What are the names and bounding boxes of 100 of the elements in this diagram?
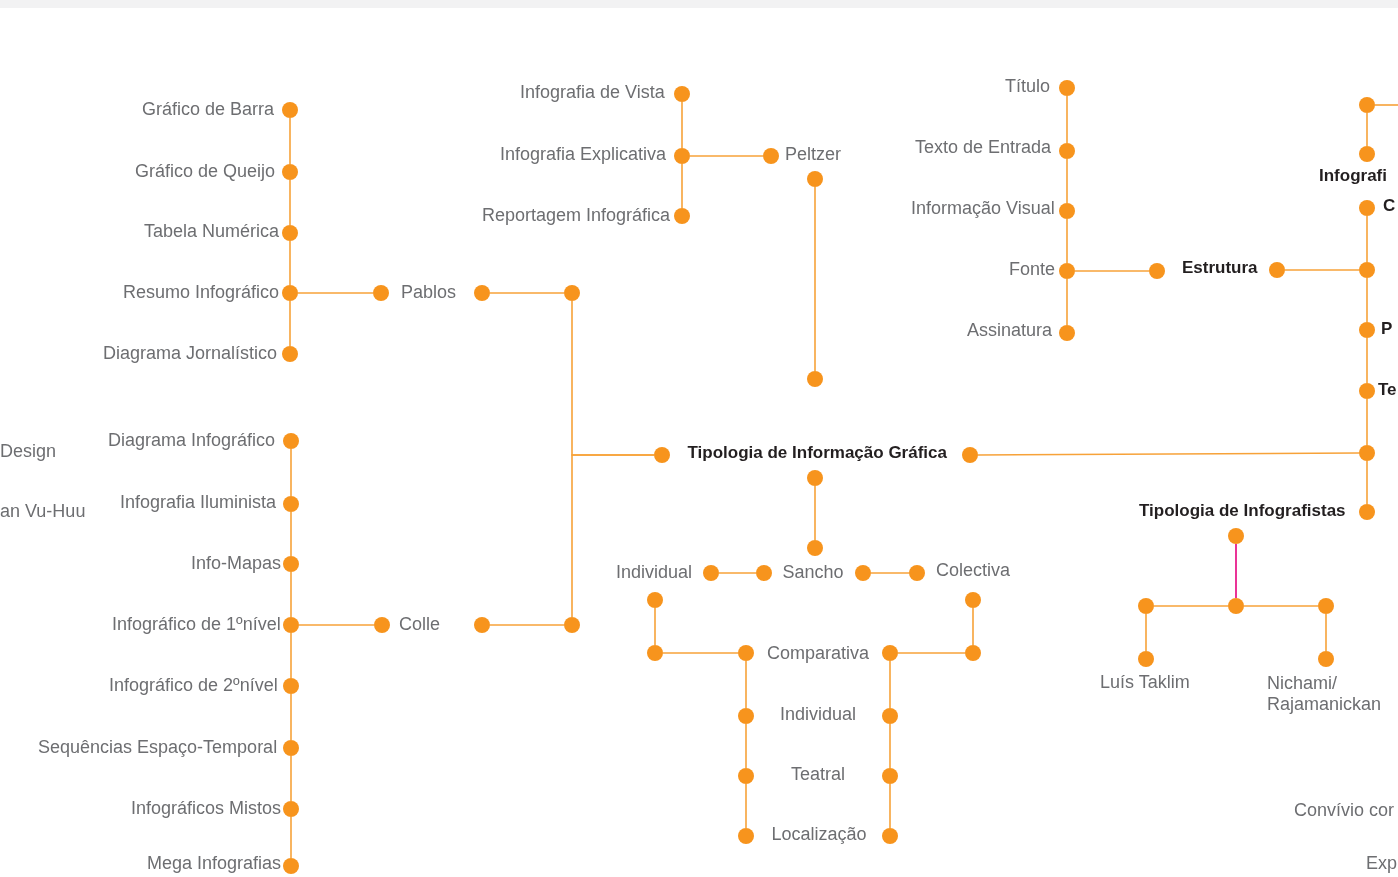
topic-label: Colectiva <box>936 560 1011 582</box>
connector-line <box>290 693 292 741</box>
junction-dot <box>807 371 823 387</box>
connector-line <box>889 660 891 709</box>
connector-line <box>681 163 683 209</box>
connector-line <box>571 454 655 618</box>
topic-label: Sequências Espaço-Temporal <box>38 737 278 759</box>
topic-label: Infografia Iluminista <box>120 492 277 514</box>
heading-label: Te <box>1378 380 1397 401</box>
junction-dot <box>1228 598 1244 614</box>
connector-line <box>1066 218 1068 264</box>
junction-dot <box>1359 262 1375 278</box>
connector-line <box>290 632 292 679</box>
connector-line <box>290 448 292 497</box>
topic-label: Informação Visual <box>911 198 1055 220</box>
connector-line <box>1145 613 1147 652</box>
connector-line <box>745 723 747 769</box>
topic-label: Sancho <box>782 562 844 584</box>
connector-line <box>814 186 816 372</box>
junction-dot <box>1359 445 1375 461</box>
connector-line <box>1066 95 1068 144</box>
topic-label: Infografia de Vista <box>520 82 665 104</box>
connector-line <box>290 755 292 802</box>
partial-label: Exp <box>1366 853 1398 875</box>
topic-label: Infografia Explicativa <box>500 144 667 166</box>
junction-dot <box>1318 598 1334 614</box>
connector-line <box>1366 277 1368 323</box>
junction-dot <box>564 285 580 301</box>
connector-line <box>718 572 757 574</box>
connector-line <box>1366 215 1368 263</box>
topic-label: Infográfico de 1ºnível <box>112 614 281 636</box>
partial-label: Design <box>0 441 57 463</box>
junction-dot <box>1138 598 1154 614</box>
connector-line <box>1366 337 1368 384</box>
connector-line <box>977 452 1360 456</box>
connector-line <box>489 292 565 294</box>
topic-label: Assinatura <box>967 320 1053 342</box>
connector-line <box>1366 112 1368 147</box>
connector-line <box>654 607 656 646</box>
topic-label: Individual <box>780 704 857 726</box>
connector-line <box>290 511 292 557</box>
connector-line <box>889 783 891 829</box>
connector-line <box>814 485 816 541</box>
connector-line <box>1066 158 1068 204</box>
topic-label: Peltzer <box>785 144 842 166</box>
topic-label: Diagrama Infográfico <box>108 430 276 452</box>
topic-label: Info-Mapas <box>191 553 282 575</box>
connector-line <box>897 652 966 654</box>
connector-line <box>1374 104 1398 106</box>
connector-line <box>1366 460 1368 505</box>
junction-dot <box>1359 146 1375 162</box>
topic-label: Resumo Infográfico <box>123 282 280 304</box>
heading-label: Estrutura <box>1182 258 1258 279</box>
connector-line <box>1235 543 1237 599</box>
topic-label: Texto de Entrada <box>915 137 1052 159</box>
connector-line <box>297 292 374 294</box>
connector-line <box>289 240 291 286</box>
topic-label: Nichami/ Rajamanickan <box>1267 672 1383 716</box>
connector-line <box>889 723 891 769</box>
connector-line <box>1153 605 1229 607</box>
partial-label: Convívio cor <box>1294 800 1395 822</box>
connector-line <box>972 607 974 646</box>
topic-label: Gráfico de Barra <box>142 99 275 121</box>
topic-label: Tabela Numérica <box>144 221 280 243</box>
topic-label: Colle <box>399 614 441 636</box>
connector-line <box>290 816 292 859</box>
connector-line <box>489 624 565 626</box>
topic-label: Fonte <box>1009 259 1056 281</box>
connector-line <box>298 624 375 626</box>
connector-line <box>289 179 291 226</box>
connector-line <box>745 783 747 829</box>
connector-line <box>870 572 910 574</box>
connector-line <box>1325 613 1327 652</box>
topic-label: Diagrama Jornalístico <box>103 343 278 365</box>
topic-label: Infográfico de 2ºnível <box>109 675 278 697</box>
junction-dot <box>564 617 580 633</box>
topic-label: Infográficos Mistos <box>131 798 282 820</box>
connector-line <box>1066 278 1068 326</box>
connector-line <box>290 571 292 618</box>
junction-dot <box>1359 97 1375 113</box>
connector-line <box>289 300 291 347</box>
topic-label: Comparativa <box>767 643 870 665</box>
topic-label: Gráfico de Queijo <box>135 161 276 183</box>
topic-label: Pablos <box>401 282 457 304</box>
connector-line <box>289 117 291 165</box>
topic-label: Reportagem Infográfica <box>482 205 671 227</box>
junction-dot <box>647 645 663 661</box>
connector-line <box>689 155 764 157</box>
heading-label: C <box>1383 196 1396 217</box>
connector-line <box>662 652 739 654</box>
connector-line <box>745 660 747 709</box>
connector-line <box>1243 605 1319 607</box>
connector-line <box>1366 398 1368 446</box>
junction-dot <box>965 645 981 661</box>
topic-label: Teatral <box>791 764 846 786</box>
heading-label: P <box>1381 319 1393 340</box>
connector-line <box>1074 270 1150 272</box>
heading-label: Tipologia de Infografistas <box>1139 501 1346 522</box>
connector-line <box>1284 269 1360 271</box>
topic-label: Individual <box>616 562 693 584</box>
